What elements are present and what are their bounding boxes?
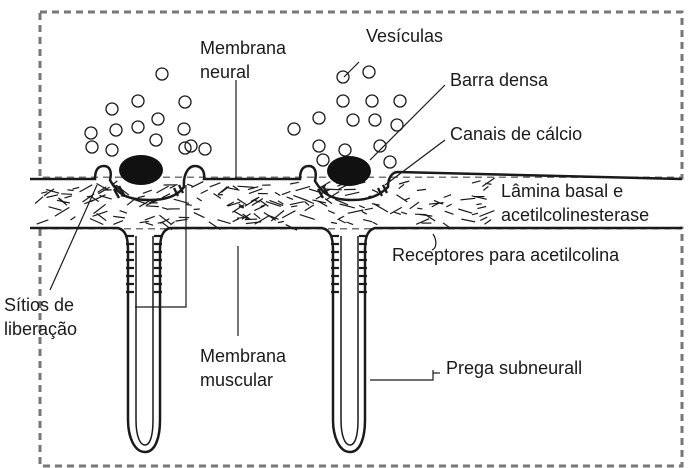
- label-lamina-basal-2: acetilcolinesterase: [501, 205, 649, 225]
- vesicle: [156, 68, 168, 80]
- vesicle: [317, 154, 329, 166]
- label-receptores: Receptores para acetilcolina: [392, 245, 620, 265]
- vesicle: [363, 66, 375, 78]
- vesicle: [132, 95, 144, 107]
- vesicle: [106, 144, 118, 156]
- vesicle: [152, 113, 164, 125]
- lamina-fiber: [67, 190, 73, 191]
- dense-bar-right: [327, 156, 371, 186]
- vesicle: [339, 144, 351, 156]
- vesicle: [369, 114, 381, 126]
- vesicle: [366, 95, 378, 107]
- vesicle: [337, 95, 349, 107]
- label-sitios-2: liberação: [4, 319, 77, 339]
- label-sitios-1: Sítios de: [4, 295, 74, 315]
- vesicle: [85, 127, 97, 139]
- lamina-fiber: [417, 208, 422, 209]
- label-vesiculas: Vesículas: [366, 26, 443, 46]
- vesicle: [132, 121, 144, 133]
- vesicle: [394, 95, 406, 107]
- label-lamina-basal-1: Lâmina basal e: [501, 181, 623, 201]
- vesicle: [347, 114, 359, 126]
- vesicle: [150, 134, 162, 146]
- vesicle: [178, 123, 190, 135]
- lamina-fiber: [194, 209, 200, 210]
- vesicle: [288, 123, 300, 135]
- vesicle: [199, 143, 211, 155]
- acetylcholine-receptors: [126, 236, 367, 292]
- vesicle: [110, 124, 122, 136]
- vesicle: [179, 96, 191, 108]
- fold-inner-right: [341, 236, 358, 445]
- vesicle: [106, 103, 118, 115]
- label-membrana-muscular-2: muscular: [200, 370, 273, 390]
- vesicle: [337, 71, 349, 83]
- label-canais-calcio: Canais de cálcio: [450, 124, 582, 144]
- label-prega: Prega subneurall: [446, 358, 582, 378]
- lamina-fiber: [146, 206, 159, 207]
- label-membrana-muscular-1: Membrana: [200, 346, 287, 366]
- fold-inner-left: [136, 236, 153, 445]
- vesicle: [313, 112, 325, 124]
- label-membrana-neural-2: neural: [200, 62, 250, 82]
- label-barra-densa: Barra densa: [450, 70, 549, 90]
- lamina-fiber: [61, 194, 72, 195]
- vesicle: [384, 156, 396, 168]
- vesicle: [86, 141, 98, 153]
- dense-bar-left: [119, 155, 163, 185]
- lamina-fiber: [476, 204, 481, 205]
- vesicle: [313, 140, 325, 152]
- label-membrana-neural-1: Membrana: [200, 38, 287, 58]
